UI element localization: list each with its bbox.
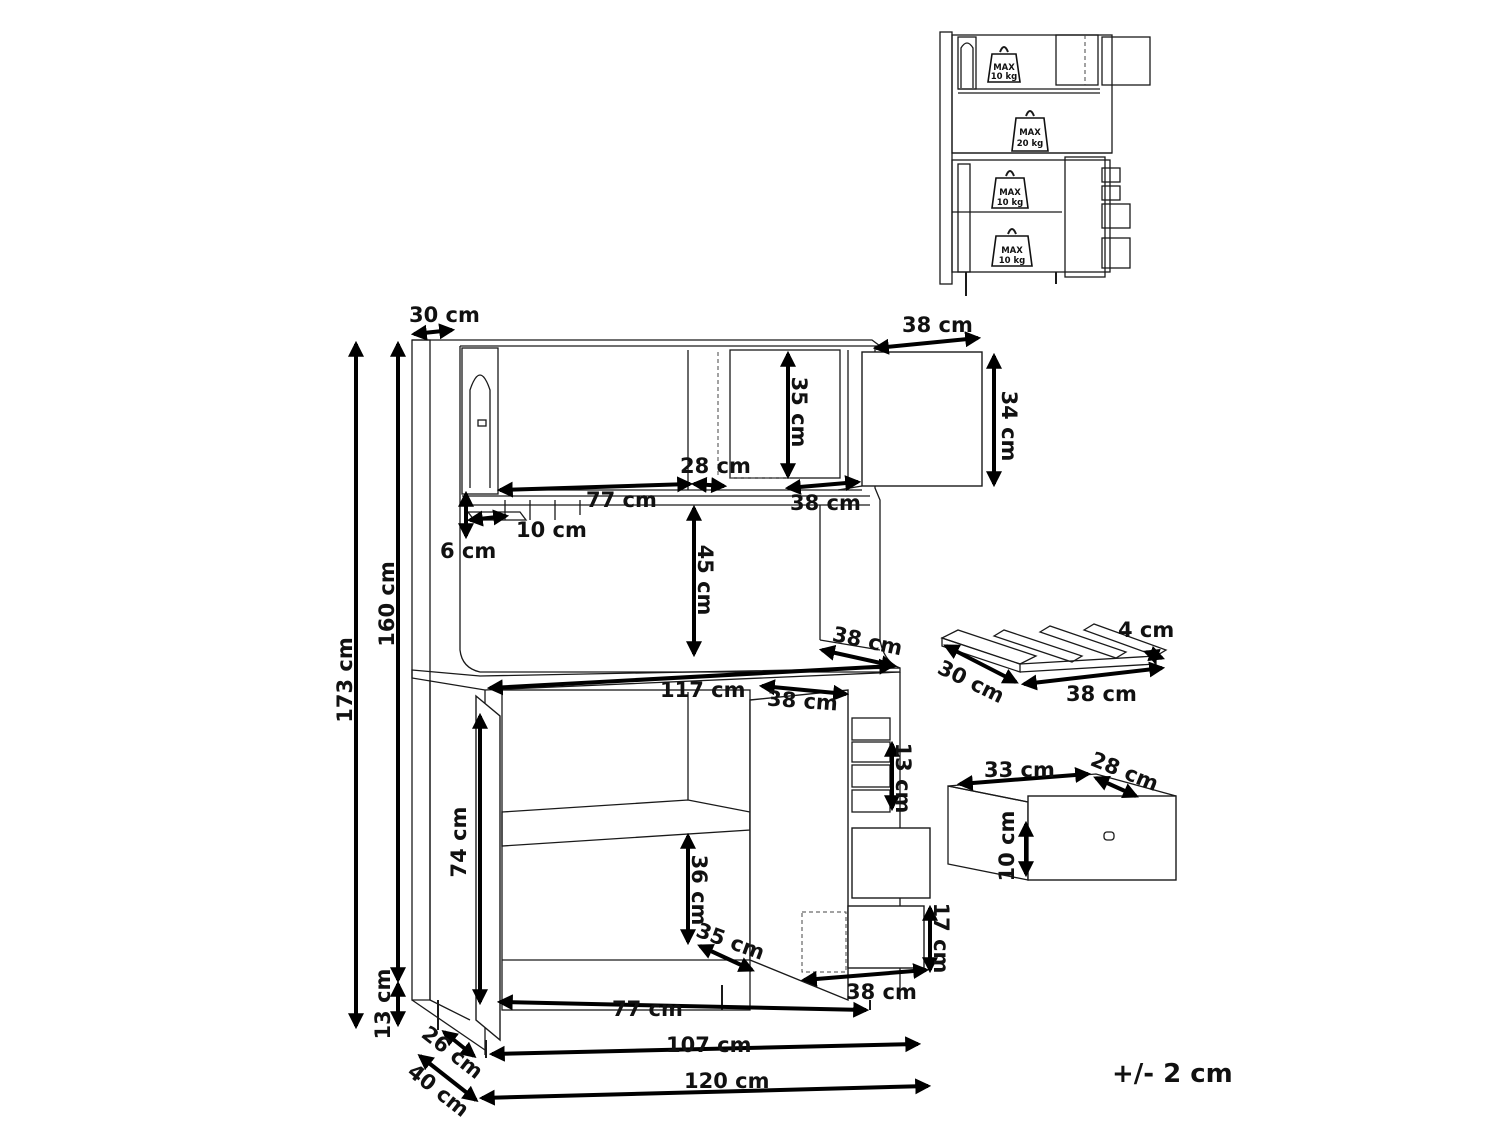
load-badge-3-kg: 10 kg	[997, 198, 1024, 208]
dim-28-shelf: 28 cm	[680, 454, 751, 478]
load-badges: MAX 10 kg MAX 20 kg MAX 10 kg MAX 10 kg	[987, 46, 1049, 267]
dim-74: 74 cm	[447, 807, 471, 878]
dim-38-door-top: 38 cm	[902, 313, 973, 337]
tolerance-note: +/- 2 cm	[1112, 1059, 1233, 1089]
dim-120: 120 cm	[684, 1069, 769, 1093]
load-badge-4-max: MAX	[1001, 246, 1023, 256]
dim-13-drawer: 13 cm	[891, 743, 915, 814]
dim-30-top: 30 cm	[409, 303, 480, 327]
drawer-drawing	[947, 773, 1177, 881]
dim-6-rack: 6 cm	[440, 539, 496, 563]
load-badge-4: MAX 10 kg	[991, 228, 1033, 267]
dim-34-door: 34 cm	[997, 391, 1021, 462]
dim-77-lower: 77 cm	[612, 997, 683, 1021]
drawer-dim-10: 10 cm	[995, 811, 1019, 882]
load-badge-3-max: MAX	[999, 188, 1021, 198]
load-badge-2-max: MAX	[1019, 128, 1041, 138]
load-badge-1-kg: 10 kg	[991, 72, 1018, 82]
load-badge-2: MAX 20 kg	[1011, 110, 1049, 152]
rack-dim-38: 38 cm	[1066, 682, 1137, 706]
drawer-dim-33: 33 cm	[984, 758, 1055, 782]
dim-17-drawer: 17 cm	[929, 903, 953, 974]
load-badge-2-kg: 20 kg	[1017, 139, 1044, 149]
dim-38-upper: 38 cm	[790, 491, 861, 515]
dim-13-legs: 13 cm	[371, 969, 395, 1040]
load-badge-4-kg: 10 kg	[999, 256, 1026, 266]
dim-77-upper: 77 cm	[586, 488, 657, 512]
dimension-arrows	[348, 323, 1166, 1106]
rack-dim-4: 4 cm	[1118, 618, 1174, 642]
dim-36: 36 cm	[687, 855, 711, 926]
dim-107: 107 cm	[666, 1033, 751, 1057]
load-badge-1-max: MAX	[993, 63, 1015, 73]
dim-45-open: 45 cm	[693, 545, 717, 616]
dim-10-rack: 10 cm	[516, 518, 587, 542]
thumbnail-cabinet	[939, 31, 1151, 296]
dim-160: 160 cm	[375, 561, 399, 646]
load-badge-3: MAX 10 kg	[991, 170, 1029, 209]
dim-38-lower-door: 38 cm	[766, 687, 838, 716]
rack-dim-30: 30 cm	[934, 655, 1008, 708]
dim-173: 173 cm	[333, 637, 357, 722]
drawer-dim-28: 28 cm	[1087, 747, 1162, 796]
load-badge-1: MAX 10 kg	[987, 46, 1021, 83]
dim-35-upper: 35 cm	[787, 377, 811, 448]
dim-38-lower: 38 cm	[846, 980, 917, 1004]
dim-117: 117 cm	[660, 678, 745, 702]
